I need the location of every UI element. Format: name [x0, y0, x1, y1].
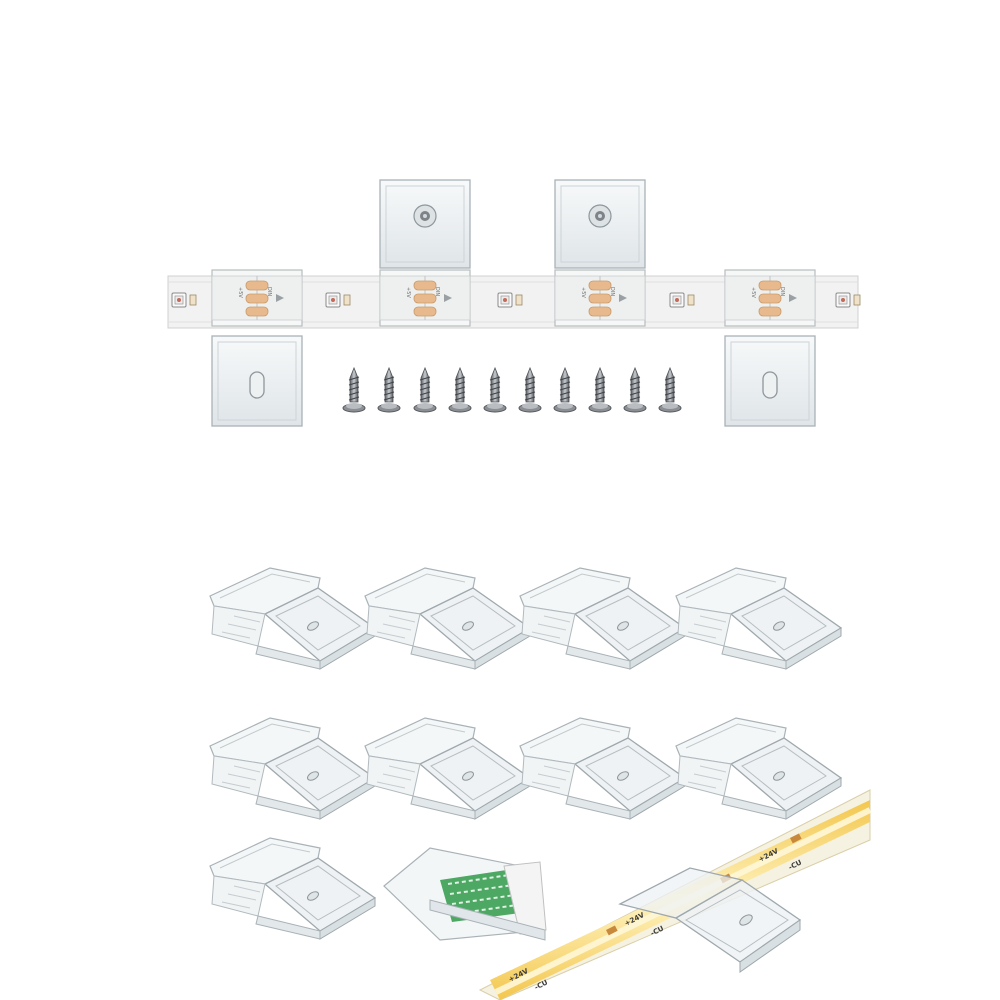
pad-label: DIN [434, 287, 440, 296]
strip-connector-4 [724, 269, 816, 327]
mounting-clip-icon [209, 837, 376, 940]
strip-connector-2 [379, 269, 471, 327]
mounting-clip-icon [364, 717, 531, 820]
pad-label: +5V [237, 287, 243, 298]
connector-cover-top-left [379, 179, 471, 269]
screw-icon [342, 367, 366, 413]
connector-cover-top-right [554, 179, 646, 269]
screw-icon [483, 367, 507, 413]
pad-labels: +5V DIN +5V DIN +5V DIN +5V DIN [237, 287, 785, 298]
strip-connector-1 [211, 269, 303, 327]
installed-clip [618, 867, 802, 973]
pad-label: DIN [779, 287, 785, 296]
mounting-clip-icon [209, 567, 376, 670]
screw-set [342, 367, 682, 413]
pad-label: DIN [609, 287, 615, 296]
screw-icon [413, 367, 437, 413]
screw-icon [623, 367, 647, 413]
pad-label: +5V [580, 287, 586, 298]
pad-label: DIN [266, 287, 272, 296]
screw-icon [588, 367, 612, 413]
mounting-clip-icon [675, 717, 842, 820]
strip-connector-3 [554, 269, 646, 327]
screw-icon [448, 367, 472, 413]
connector-cover-bottom-left [211, 335, 303, 427]
mounting-clip-icon [675, 567, 842, 670]
screw-icon [553, 367, 577, 413]
screw-icon [377, 367, 401, 413]
adhesive-clip [383, 847, 547, 941]
mounting-clip-icon [364, 567, 531, 670]
mounting-clip-icon [209, 717, 376, 820]
mounting-clip-icon [519, 567, 686, 670]
connector-cover-bottom-right [724, 335, 816, 427]
pad-label: +5V [750, 287, 756, 298]
screw-icon [518, 367, 542, 413]
mounting-clip-icon [519, 717, 686, 820]
screw-icon [658, 367, 682, 413]
pad-label: +5V [405, 287, 411, 298]
